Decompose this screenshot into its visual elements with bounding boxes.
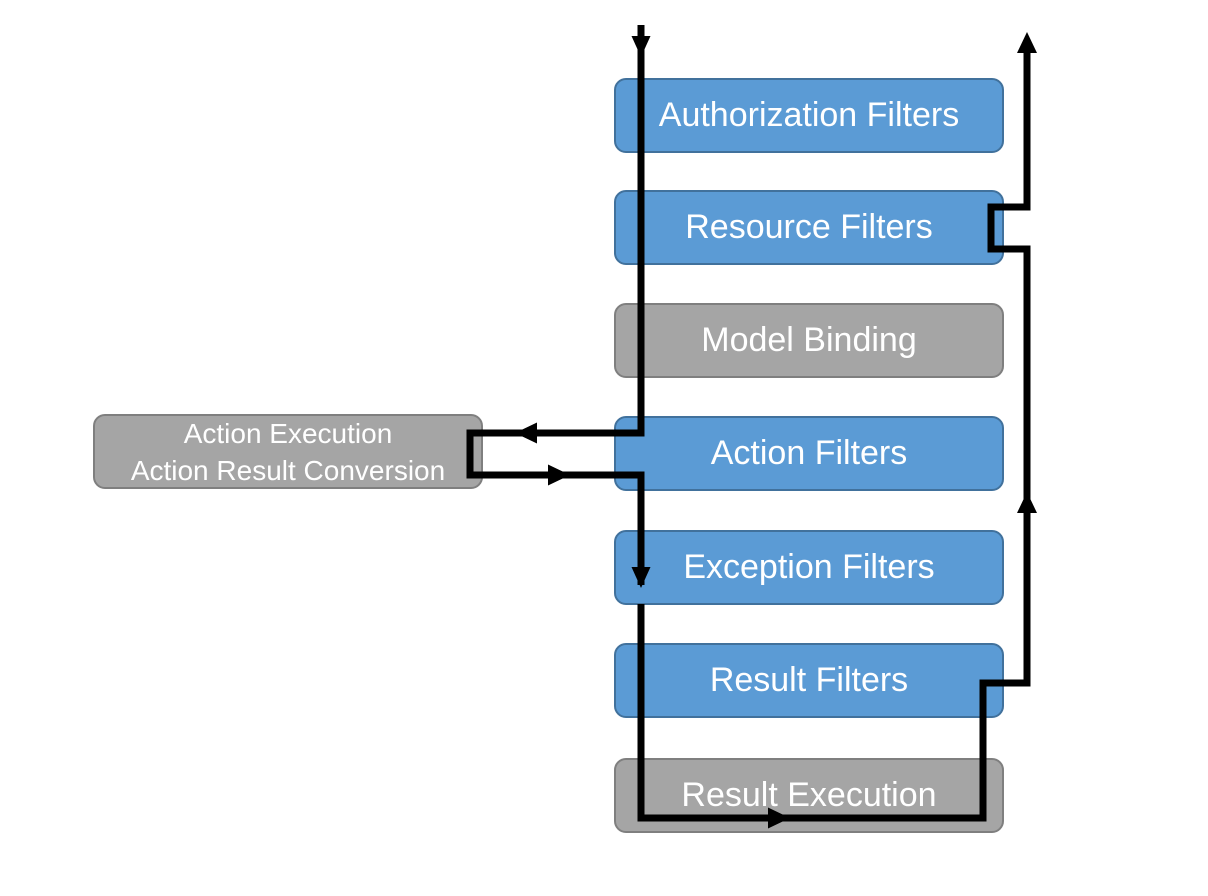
box-label-line2: Action Result Conversion bbox=[130, 454, 446, 486]
box-action-filters: Action Filters bbox=[614, 416, 1004, 491]
box-model-binding: Model Binding bbox=[614, 303, 1004, 378]
arrowhead-to-action-execution-left bbox=[515, 422, 537, 444]
box-label: Action Filters bbox=[710, 433, 908, 472]
arrowhead-response-mid-up bbox=[1017, 492, 1037, 513]
box-action-execution: Action Execution Action Result Conversio… bbox=[93, 414, 483, 489]
box-result-execution: Result Execution bbox=[614, 758, 1004, 833]
box-authorization-filters: Authorization Filters bbox=[614, 78, 1004, 153]
box-label-line1: Action Execution bbox=[183, 417, 393, 449]
box-label: Model Binding bbox=[701, 320, 917, 359]
box-label: Authorization Filters bbox=[658, 95, 960, 134]
arrowhead-top-exit-up bbox=[1017, 32, 1037, 53]
box-label: Resource Filters bbox=[685, 207, 933, 246]
box-exception-filters: Exception Filters bbox=[614, 530, 1004, 605]
arrowhead-top-entry-down bbox=[631, 36, 651, 57]
arrowhead-from-action-execution-right bbox=[548, 464, 570, 486]
box-result-filters: Result Filters bbox=[614, 643, 1004, 718]
box-label: Result Filters bbox=[709, 660, 909, 699]
box-resource-filters: Resource Filters bbox=[614, 190, 1004, 265]
box-label: Exception Filters bbox=[683, 547, 935, 586]
box-label: Result Execution bbox=[681, 775, 937, 814]
